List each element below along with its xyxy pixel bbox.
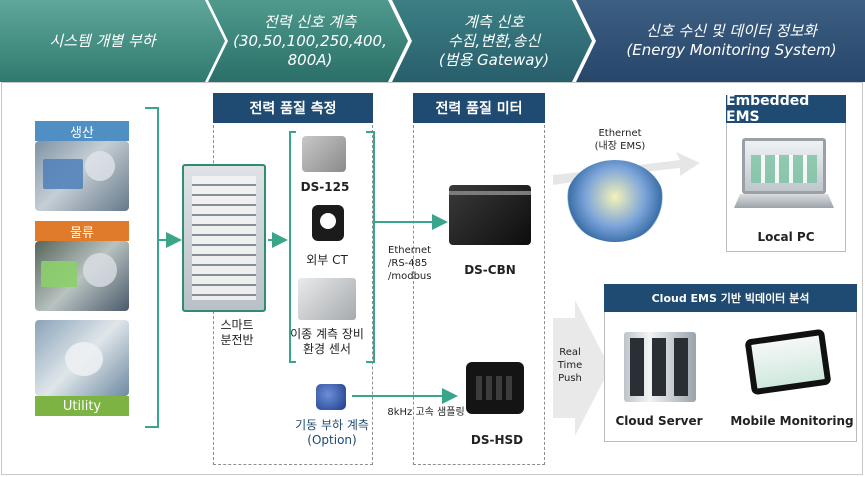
smart-panel-label: 스마트 분전반 [212, 318, 262, 348]
motor-image [316, 384, 346, 410]
laptop-image [742, 138, 826, 194]
eth-line3: /modbus [388, 271, 432, 282]
motor-line1: 기동 부하 계측 [295, 418, 369, 432]
production-label: 생산 [35, 121, 129, 141]
step2-line3: 800A) [287, 50, 333, 69]
rt-line3: Push [558, 373, 582, 384]
step3-line3: (범용 Gateway) [438, 50, 550, 69]
production-photo [35, 141, 129, 211]
external-ct-label: 외부 CT [306, 253, 348, 267]
ethernet-ems-label: Ethernet (내장 EMS) [580, 127, 660, 153]
hetero-equipment-label: 이종 계측 장비 환경 센서 [285, 327, 369, 357]
external-ct-image [312, 205, 344, 241]
step-system-loads: 시스템 개별 부하 [0, 0, 225, 82]
eth-line1: Ethernet [388, 245, 432, 256]
step-system-loads-label: 시스템 개별 부하 [49, 31, 156, 50]
power-quality-measure-title: 전력 품질 측정 [213, 93, 373, 123]
ethernet-cable-image [566, 160, 664, 242]
motor-line2: (Option) [307, 433, 357, 447]
ds-hsd-image [466, 362, 524, 414]
ds-hsd-label: DS-HSD [470, 433, 524, 447]
hetero-equipment-image [298, 278, 356, 320]
ethernet-rs485-label: Ethernet /RS-485 /modbus [388, 244, 436, 283]
step2-line2: (30,50,100,250,400, [233, 31, 387, 50]
step2-line1: 전력 신호 계측 [263, 12, 357, 31]
ds-cbn-image [449, 185, 531, 245]
sampling-label: 8kHz 고속 샘플링 [387, 407, 465, 418]
ds125-label: DS-125 [300, 180, 350, 194]
step4-line1: 신호 수신 및 데이터 정보화 [646, 22, 817, 40]
smart-panel-line1: 스마트 [220, 318, 254, 332]
eth-ems-line1: Ethernet [598, 128, 642, 139]
power-quality-meter-title: 전력 품질 미터 [413, 93, 545, 123]
logistics-label: 물류 [35, 221, 129, 241]
eth-ems-line2: (내장 EMS) [594, 141, 646, 152]
rt-line2: Time [557, 360, 583, 371]
smart-panel-line2: 분전반 [220, 333, 254, 347]
motor-label: 기동 부하 계측 (Option) [292, 418, 372, 448]
cloud-ems-title: Cloud EMS 기반 빅데이터 분석 [604, 284, 857, 312]
utility-photo [35, 320, 129, 396]
hetero-line1: 이종 계측 장비 [290, 327, 364, 341]
step3-line2: 수집,변환,송신 [447, 31, 541, 50]
ds125-image [302, 136, 346, 172]
cloud-server-image [624, 332, 696, 402]
realtime-push-label: Real Time Push [550, 346, 590, 385]
step-ems: 신호 수신 및 데이터 정보화 (Energy Monitoring Syste… [576, 0, 865, 82]
cloud-server-label: Cloud Server [615, 414, 703, 428]
embedded-ems-title: Embedded EMS [726, 93, 846, 125]
laptop-base [734, 194, 834, 208]
mobile-tablet-image [744, 328, 832, 396]
step3-line1: 계측 신호 [464, 12, 524, 31]
diagram-frame [1, 82, 863, 475]
mobile-monitoring-label: Mobile Monitoring [730, 414, 854, 428]
step4-line2: (Energy Monitoring System) [626, 41, 837, 59]
step-signal-gateway: 계측 신호 수집,변환,송신 (범용 Gateway) [392, 0, 592, 82]
rt-line1: Real [559, 347, 581, 358]
step-signal-measurement: 전력 신호 계측 (30,50,100,250,400, 800A) [208, 0, 408, 82]
smart-panel-image [182, 164, 266, 312]
local-pc-label: Local PC [757, 230, 815, 244]
ds-cbn-label: DS-CBN [464, 263, 516, 277]
eth-line2: /RS-485 [388, 258, 428, 269]
utility-label: Utility [35, 396, 129, 416]
hetero-line2: 환경 센서 [303, 342, 351, 356]
logistics-photo [35, 241, 129, 311]
